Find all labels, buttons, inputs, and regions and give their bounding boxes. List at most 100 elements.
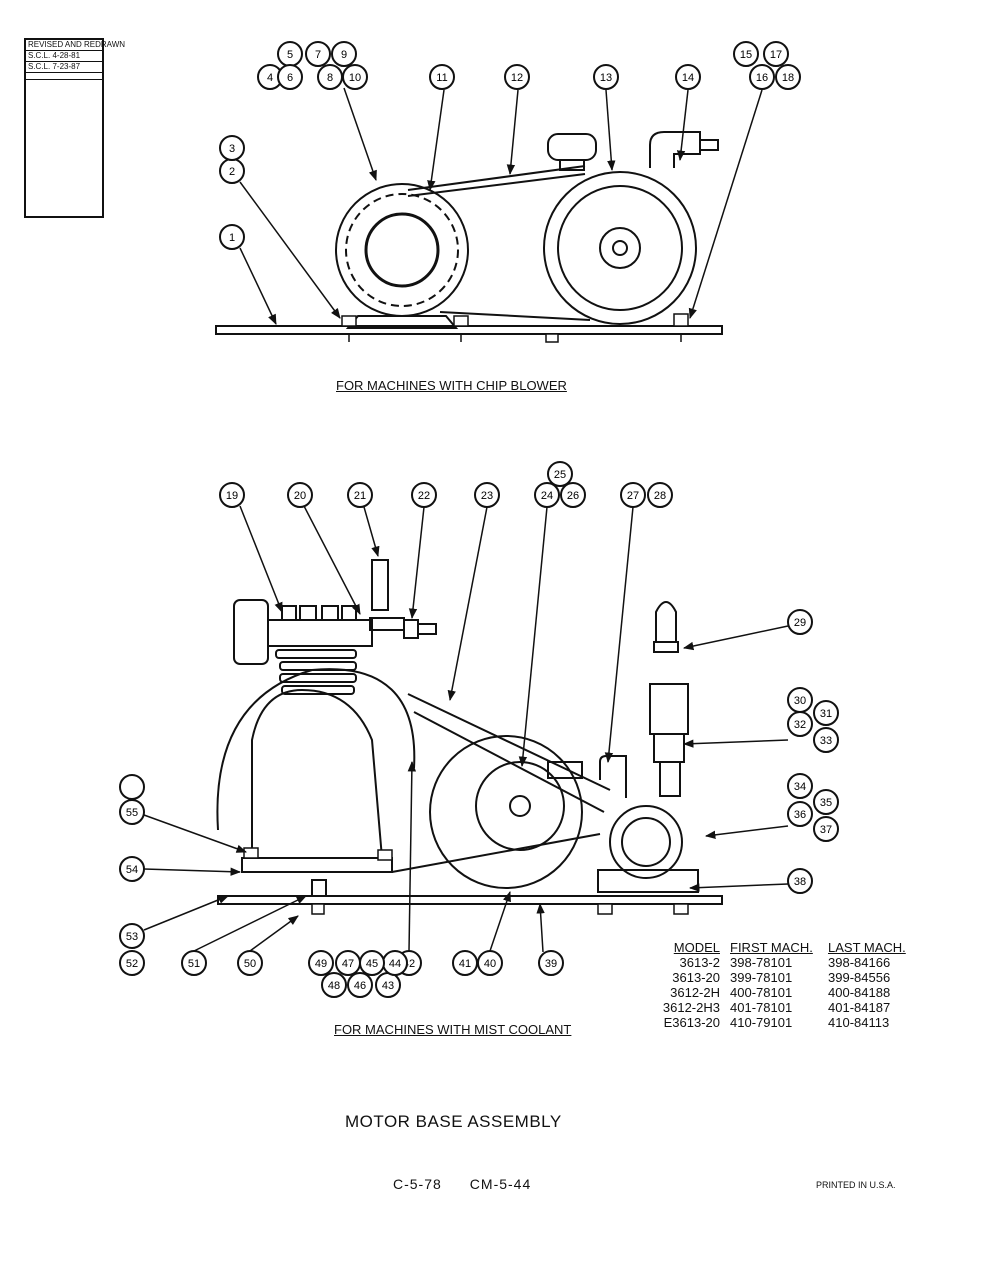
callout-balloon — [504, 64, 530, 90]
revision-blank-row — [26, 73, 102, 80]
callout-balloon — [305, 41, 331, 67]
callout-number: 17 — [770, 49, 782, 61]
leader-line — [536, 902, 545, 953]
callout-balloon — [119, 923, 145, 949]
callout-balloon — [219, 135, 245, 161]
cell-model: 3613-2 — [679, 955, 720, 970]
cell-last: 401-84187 — [828, 1000, 891, 1015]
callout-balloon — [813, 789, 839, 815]
leader-line — [489, 891, 511, 952]
callout-number: 31 — [820, 708, 832, 720]
callout-balloon — [733, 41, 759, 67]
callout-number: 20 — [294, 490, 306, 502]
callout-number: 7 — [315, 49, 321, 61]
leader-line — [688, 883, 789, 892]
leader-line — [704, 825, 789, 840]
table-row: E3613-20 410-79101 410-84113 — [612, 1015, 928, 1030]
chip-blower-assembly — [215, 131, 723, 343]
mist-coolant-assembly — [216, 559, 723, 915]
callout-number: 55 — [126, 807, 138, 819]
leader-line — [239, 247, 277, 325]
callout-number: 50 — [244, 958, 256, 970]
cell-last: 400-84188 — [828, 985, 891, 1000]
callout-balloon — [813, 727, 839, 753]
callout-number: 33 — [820, 735, 832, 747]
callout-balloon — [775, 64, 801, 90]
callout-number: 25 — [554, 469, 566, 481]
callout-number: 8 — [327, 72, 333, 84]
header-last-mach: LAST MACH. — [828, 940, 906, 955]
leader-line — [506, 89, 519, 176]
callout-balloon — [763, 41, 789, 67]
table-header-row: MODEL FIRST MACH. LAST MACH. — [612, 940, 928, 955]
table-row: 3612-2H3 401-78101 401-84187 — [612, 1000, 928, 1015]
callout-number: 9 — [341, 49, 347, 61]
cell-model: 3612-2H — [670, 985, 720, 1000]
cell-model: 3612-2H3 — [662, 1000, 720, 1015]
callout-number: 21 — [354, 490, 366, 502]
callout-balloon — [411, 482, 437, 508]
callout-balloon — [342, 64, 368, 90]
callout-number: 36 — [794, 809, 806, 821]
callout-balloon — [787, 609, 813, 635]
callout-balloon — [474, 482, 500, 508]
callout-number: 53 — [126, 931, 138, 943]
leader-line — [605, 89, 616, 172]
leader-line — [676, 89, 689, 162]
leader-line — [682, 625, 789, 651]
cell-last: 410-84113 — [828, 1015, 890, 1030]
callout-balloon — [787, 868, 813, 894]
leader-line — [427, 89, 445, 192]
callout-balloon — [560, 482, 586, 508]
callout-number: 32 — [794, 719, 806, 731]
cell-first: 399-78101 — [730, 970, 793, 985]
callout-balloon — [219, 482, 245, 508]
callout-number: 19 — [226, 490, 238, 502]
callout-balloon — [452, 950, 478, 976]
callout-number: 38 — [794, 876, 806, 888]
callout-balloon — [547, 461, 573, 487]
callout-balloon — [813, 700, 839, 726]
table-row: 3613-20 399-78101 399-84556 — [612, 970, 928, 985]
callout-balloon — [119, 856, 145, 882]
leader-line — [518, 506, 548, 768]
callout-balloon — [277, 64, 303, 90]
leader-line — [303, 505, 361, 615]
callout-balloon — [181, 950, 207, 976]
callout-balloon — [787, 711, 813, 737]
callout-number: 54 — [126, 864, 138, 876]
callout-number: 13 — [600, 72, 612, 84]
callout-number: 3 — [229, 143, 235, 155]
leader-line — [688, 89, 763, 320]
callout-number: 35 — [820, 797, 832, 809]
callout-balloon — [593, 64, 619, 90]
callout-balloon — [675, 64, 701, 90]
leader-line — [239, 505, 283, 613]
callout-number: 39 — [545, 958, 557, 970]
callout-number: 51 — [188, 958, 200, 970]
callout-number: 5 — [287, 49, 293, 61]
callout-balloon — [647, 482, 673, 508]
cell-last: 399-84556 — [828, 970, 891, 985]
callout-number: 44 — [389, 958, 401, 970]
callout-number: 34 — [794, 781, 806, 793]
revision-heading: REVISED AND REDRAWN — [26, 40, 126, 51]
model-table: MODEL FIRST MACH. LAST MACH. 3613-2 398-… — [612, 940, 928, 1030]
callout-number: 6 — [287, 72, 293, 84]
header-first-mach: FIRST MACH. — [730, 940, 813, 955]
callout-number: 23 — [481, 490, 493, 502]
drawing-title: MOTOR BASE ASSEMBLY — [345, 1112, 562, 1131]
table-row: 3612-2H 400-78101 400-84188 — [612, 985, 928, 1000]
leader-line — [143, 895, 229, 931]
leader-line — [447, 506, 488, 702]
callout-balloon — [335, 950, 361, 976]
revision-block: REVISED AND REDRAWN S.C.L. 4-28-81 S.C.L… — [24, 38, 126, 218]
cell-first: 398-78101 — [730, 955, 793, 970]
cell-model: 3613-20 — [672, 970, 720, 985]
leader-line — [239, 181, 341, 319]
callout-number: 1 — [229, 232, 235, 244]
callout-number: 22 — [418, 490, 430, 502]
callout-number: 15 — [740, 49, 752, 61]
leader-line — [249, 915, 299, 952]
